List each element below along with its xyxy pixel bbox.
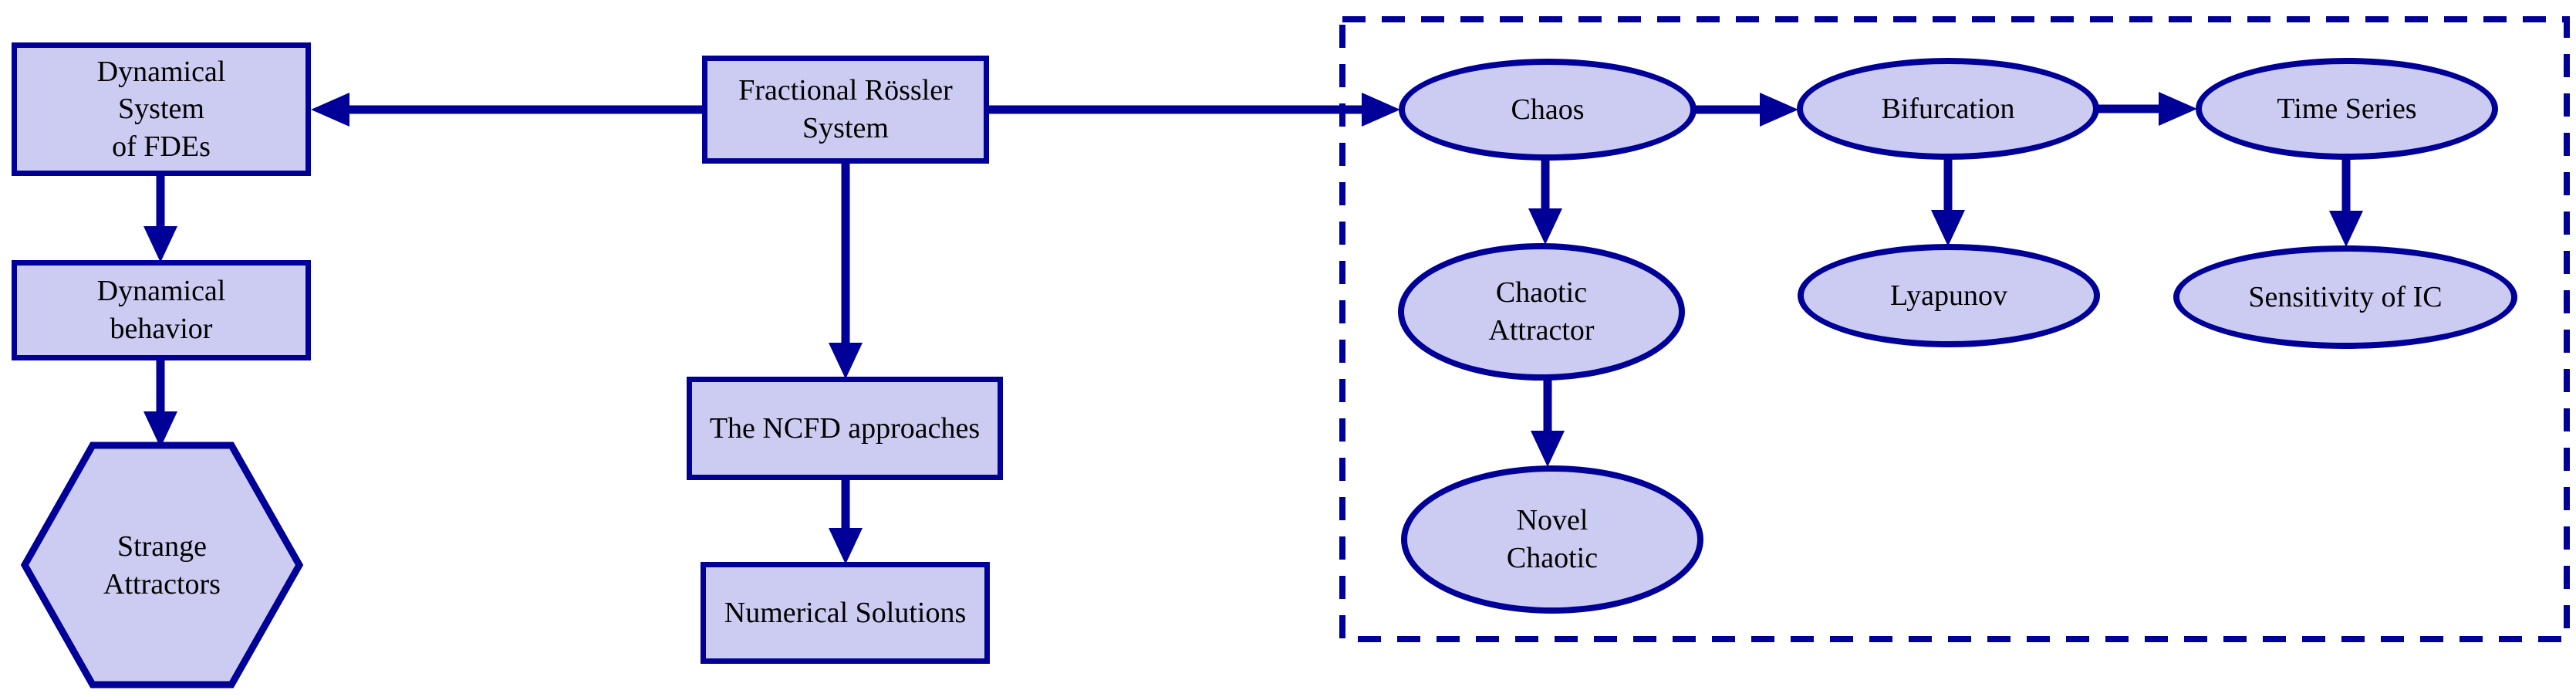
node-label-line: The NCFD approaches (709, 411, 981, 445)
node-label-line: of FDEs (112, 130, 211, 163)
node-label-line: Sensitivity of IC (2248, 280, 2443, 313)
node-numerical-solutions: Numerical Solutions (701, 562, 990, 664)
node-novel-chaotic: Novel Chaotic (1401, 465, 1703, 614)
node-dynamical-system-of-fdes: Dynamical System of FDEs (12, 42, 311, 176)
node-chaotic-attractor: Chaotic Attractor (1398, 243, 1685, 381)
node-label-line: Time Series (2277, 92, 2417, 125)
node-label-line: Chaotic (1495, 276, 1588, 310)
node-sensitivity-of-ic: Sensitivity of IC (2173, 245, 2517, 349)
node-label-line: Fractional Rössler (738, 74, 953, 107)
node-label-line: Numerical Solutions (724, 596, 967, 629)
node-label-line: System (118, 93, 204, 126)
node-label-line: Dynamical (96, 275, 226, 308)
node-label-line: Attractors (103, 567, 221, 601)
arrow-heads (143, 92, 2363, 564)
node-fractional-rossler-system: Fractional Rössler System (702, 56, 989, 164)
node-bifurcation: Bifurcation (1797, 58, 2099, 160)
node-label-line: behavior (110, 313, 213, 345)
node-label-line: Dynamical (96, 55, 226, 88)
hexagon-shape (20, 442, 304, 689)
node-label-line: Novel (1516, 504, 1588, 537)
node-chaos: Chaos (1399, 59, 1697, 161)
node-time-series: Time Series (2196, 58, 2498, 160)
node-label-line: System (802, 112, 889, 144)
dashed-boundary (1339, 16, 2570, 642)
node-label-line: Chaotic (1506, 542, 1599, 574)
node-label-line: Attractor (1488, 314, 1595, 347)
arrow-stems (156, 104, 2351, 530)
node-label-line: Chaos (1511, 93, 1585, 126)
node-strange-attractors: Strange Attractors (46, 509, 278, 621)
node-label-line: Strange (116, 530, 208, 563)
node-label-line: Bifurcation (1881, 92, 2015, 125)
node-ncfd-approaches: The NCFD approaches (687, 377, 1003, 480)
node-lyapunov: Lyapunov (1798, 244, 2100, 347)
node-label-line: Lyapunov (1890, 279, 2007, 312)
node-dynamical-behavior: Dynamical behavior (12, 260, 311, 360)
